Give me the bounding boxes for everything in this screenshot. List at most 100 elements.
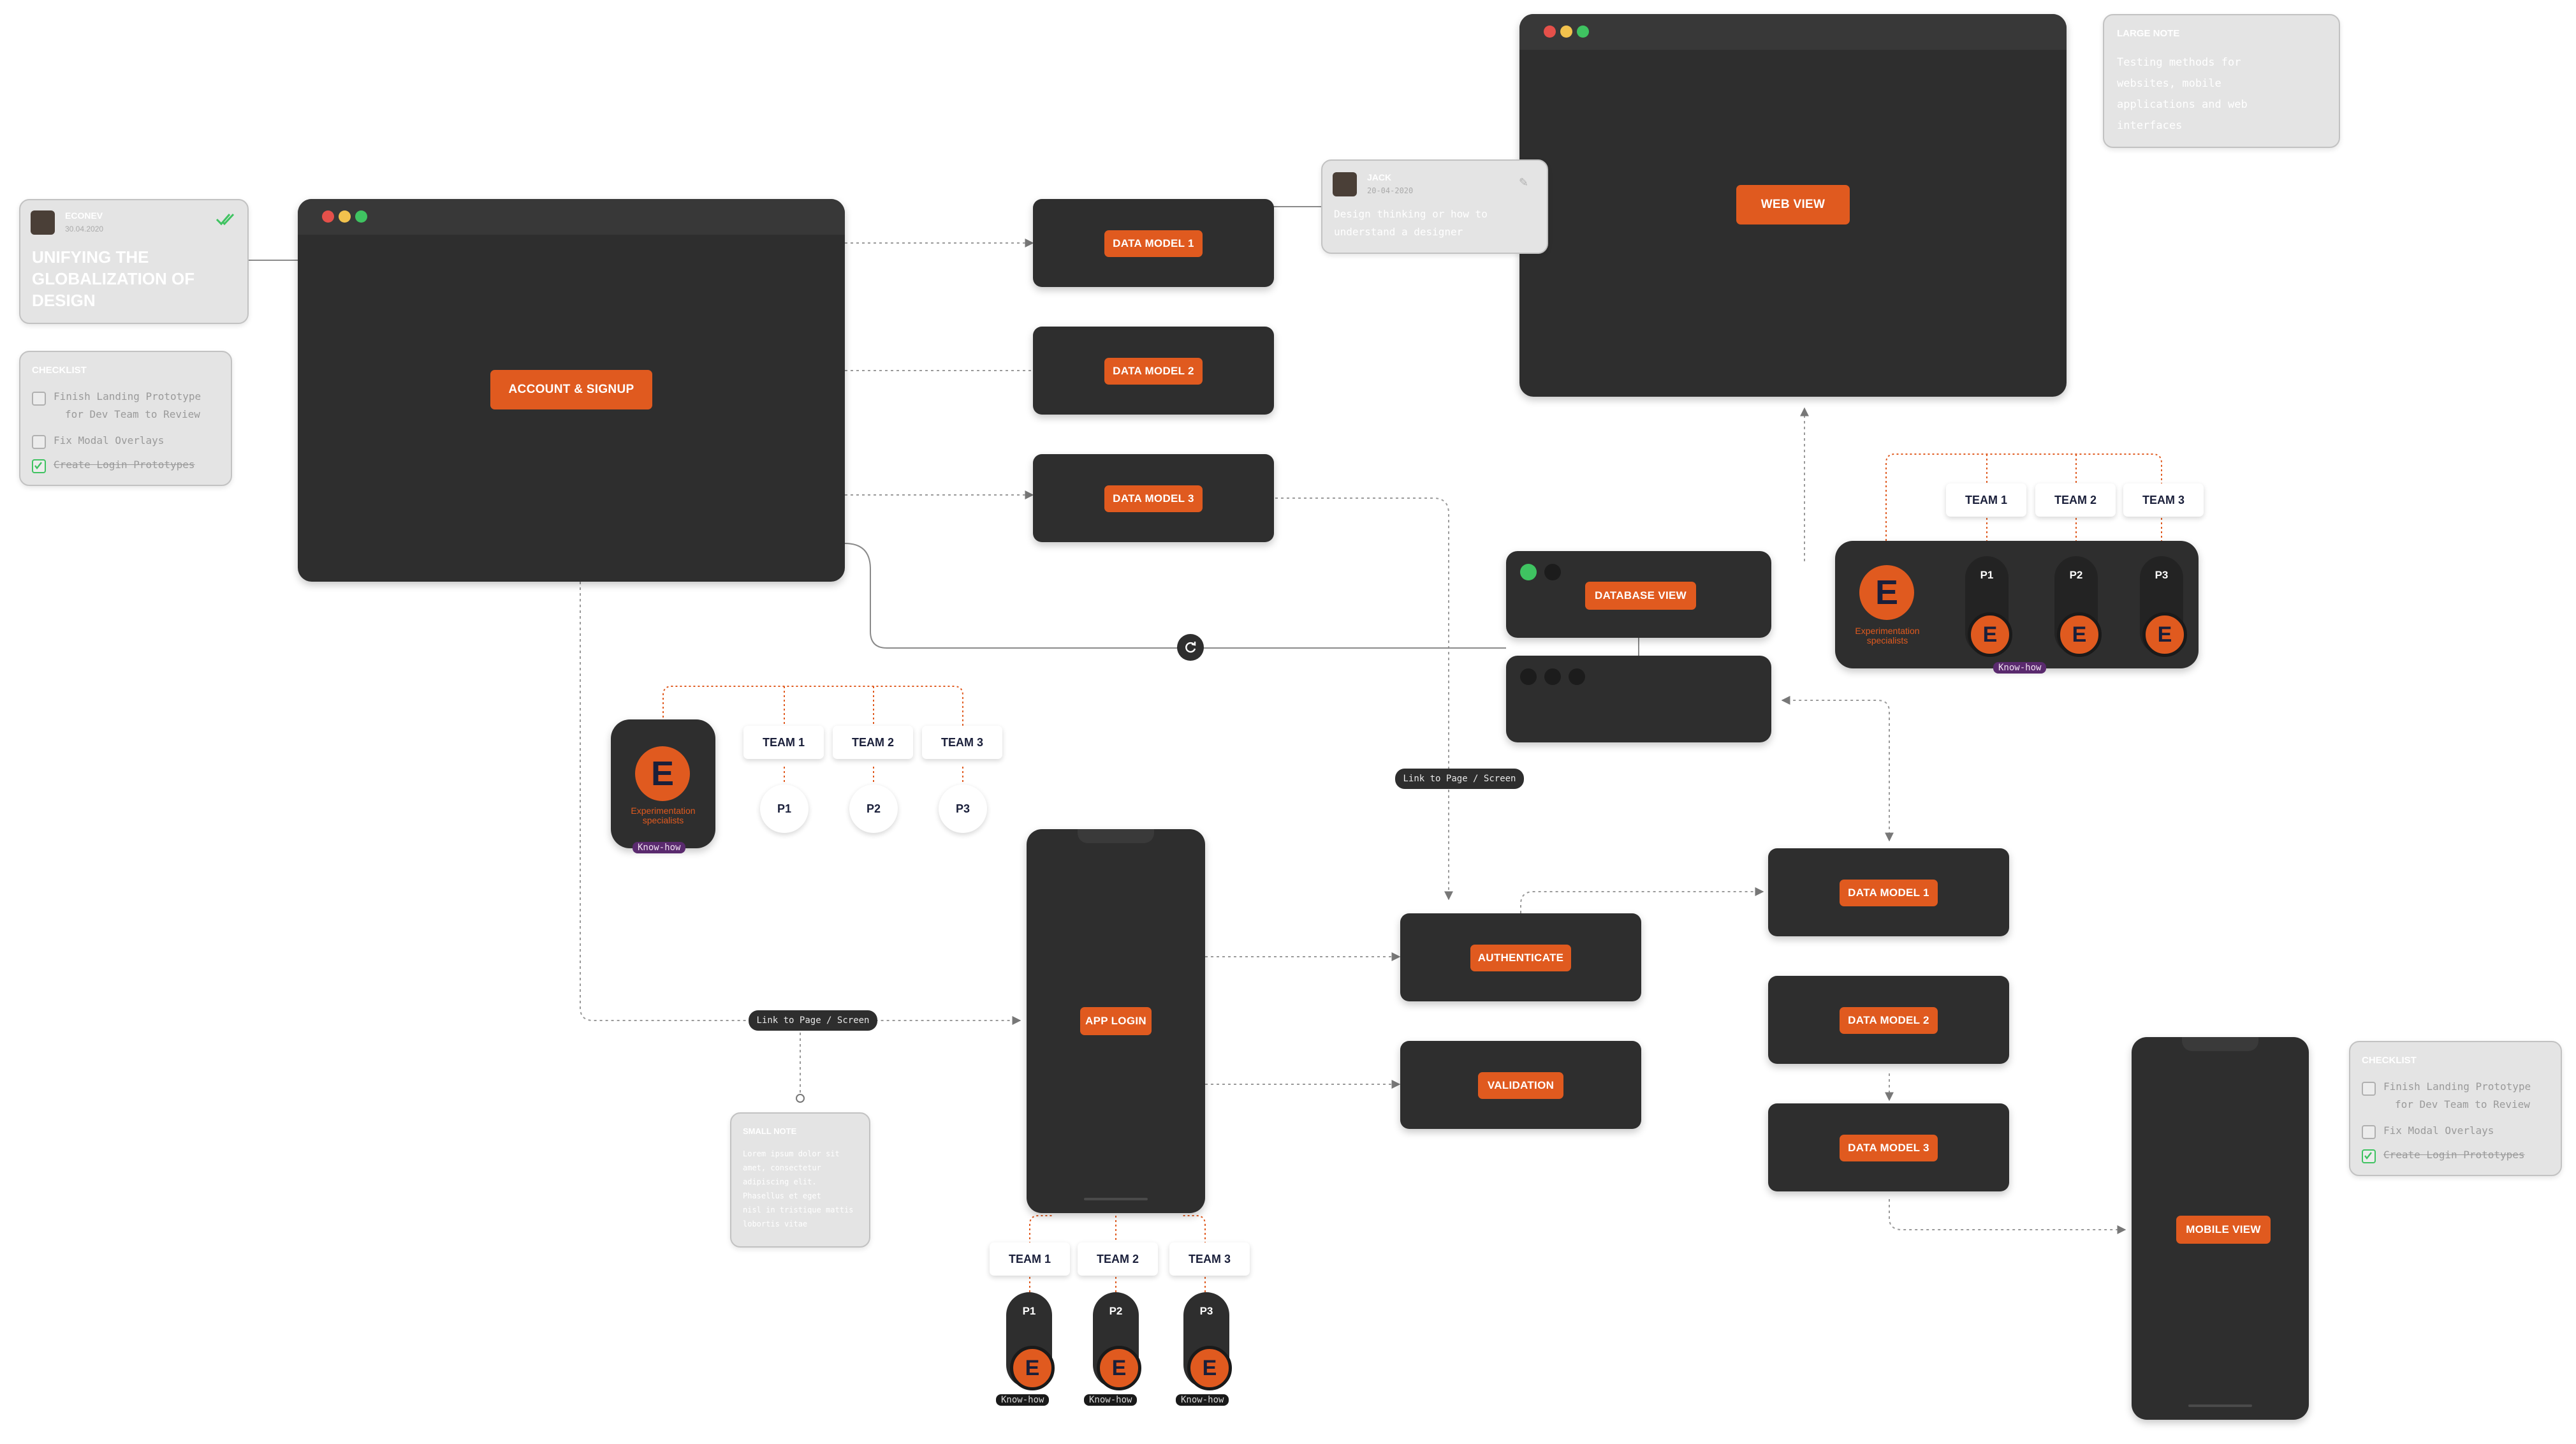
checklist-card[interactable]: CHECKLIST Finish Landing Prototype for D… [19, 351, 232, 486]
large-note-card[interactable]: LARGE NOTE Testing methods for websites,… [2103, 14, 2340, 148]
data-model-card[interactable]: DATA MODEL 2 [1033, 327, 1274, 415]
web-view-window[interactable]: WEB VIEW [1519, 14, 2067, 397]
brand-app-icon[interactable]: E Experimentation specialists [611, 719, 715, 848]
phone-home-bar [1084, 1198, 1148, 1200]
team-brand-card[interactable]: E Experimentation specialists P1 E P2 E … [1835, 541, 2199, 668]
data-model-3-button[interactable]: DATA MODEL 3 [1104, 485, 1203, 512]
mobile-view-button[interactable]: MOBILE VIEW [2176, 1216, 2271, 1244]
note-title: UNIFYING THE GLOBALIZATION OF DESIGN [32, 246, 194, 311]
data-model-2-button[interactable]: DATA MODEL 2 [1840, 1007, 1938, 1034]
person-pill[interactable]: P2 E [1093, 1292, 1141, 1390]
checklist-card[interactable]: CHECKLIST Finish Landing Prototype for D… [2349, 1041, 2562, 1176]
person-pill[interactable]: P3 E [1183, 1292, 1232, 1390]
data-model-card[interactable]: DATA MODEL 1 [1768, 848, 2009, 936]
team-card[interactable]: TEAM 3 [922, 726, 1002, 759]
team-card[interactable]: TEAM 1 [990, 1242, 1070, 1276]
data-model-1-button[interactable]: DATA MODEL 1 [1840, 880, 1938, 906]
account-signup-window[interactable]: ACCOUNT & SIGNUP [298, 199, 845, 582]
person-circle[interactable]: P1 [760, 785, 809, 833]
maximize-dot[interactable] [355, 210, 367, 223]
close-dot[interactable] [1544, 26, 1556, 38]
phone-home-bar [2188, 1404, 2252, 1407]
edit-icon[interactable]: ✎ [1519, 176, 1529, 189]
data-model-2-button[interactable]: DATA MODEL 2 [1104, 358, 1203, 385]
econev-note-card[interactable]: ECONEV 30.04.2020 UNIFYING THE GLOBALIZA… [19, 199, 249, 324]
person-pill[interactable]: P1 E [1965, 556, 2012, 657]
link-to-page-pill[interactable]: Link to Page / Screen [749, 1010, 877, 1031]
data-model-card[interactable]: DATA MODEL 3 [1033, 454, 1274, 542]
checkbox-checked[interactable] [32, 459, 46, 473]
checkbox[interactable] [32, 435, 46, 449]
validation-button[interactable]: VALIDATION [1478, 1072, 1563, 1099]
know-how-tag: Know-how [633, 842, 686, 853]
person-logo: E [1187, 1346, 1232, 1390]
authenticate-card[interactable]: AUTHENTICATE [1400, 913, 1641, 1001]
small-note-title: SMALL NOTE [743, 1126, 797, 1136]
team-card[interactable]: TEAM 1 [743, 726, 824, 759]
person-circle[interactable]: P2 [849, 785, 898, 833]
person-label: P2 [1109, 1305, 1123, 1317]
note-body: Testing methods for websites, mobile app… [2117, 56, 2248, 132]
link-to-page-pill[interactable]: Link to Page / Screen [1395, 769, 1524, 789]
maximize-dot[interactable] [1577, 26, 1589, 38]
mobile-view-phone[interactable]: MOBILE VIEW [2132, 1037, 2309, 1420]
avatar [1333, 172, 1357, 196]
brand-name: Experimentation specialists [611, 806, 715, 825]
checklist-title: CHECKLIST [32, 365, 87, 376]
checklist-item: Finish Landing Prototype for Dev Team to… [2383, 1080, 2531, 1110]
app-login-button[interactable]: APP LOGIN [1080, 1007, 1152, 1035]
close-dot[interactable] [322, 210, 334, 223]
note-body: Lorem ipsum dolor sit amet, consectetur … [743, 1149, 854, 1228]
minimize-dot[interactable] [1560, 26, 1572, 38]
team-card[interactable]: TEAM 3 [2123, 483, 2204, 517]
data-model-1-button[interactable]: DATA MODEL 1 [1104, 230, 1203, 257]
jack-note-card[interactable]: JACK 20-04-2020 ✎ Design thinking or how… [1321, 159, 1548, 254]
brand-line-1: Experimentation [631, 806, 696, 816]
data-model-card[interactable]: DATA MODEL 2 [1768, 976, 2009, 1064]
checklist-item: Finish Landing Prototype for Dev Team to… [54, 390, 201, 420]
person-label: P3 [1199, 1305, 1213, 1317]
title-line: UNIFYING THE [32, 247, 149, 267]
checklist-item: Fix Modal Overlays [2383, 1124, 2494, 1137]
database-view-button[interactable]: DATABASE VIEW [1585, 582, 1696, 610]
checkbox[interactable] [2362, 1125, 2376, 1139]
person-pill[interactable]: P2 E [2054, 556, 2102, 657]
database-view-card[interactable]: DATABASE VIEW [1506, 551, 1771, 638]
data-model-card[interactable]: DATA MODEL 1 [1033, 199, 1274, 287]
status-dot-dark [1520, 668, 1537, 685]
database-stack-card[interactable] [1506, 656, 1771, 742]
status-dot-dark [1569, 668, 1585, 685]
authenticate-button[interactable]: AUTHENTICATE [1470, 945, 1571, 971]
team-card[interactable]: TEAM 3 [1169, 1242, 1250, 1276]
checkbox[interactable] [32, 392, 46, 406]
know-how-tag: Know-how [1993, 662, 2047, 674]
phone-notch [2182, 1037, 2258, 1051]
checkbox-checked[interactable] [2362, 1149, 2376, 1163]
team-card[interactable]: TEAM 2 [1078, 1242, 1158, 1276]
app-login-phone[interactable]: APP LOGIN [1027, 829, 1205, 1213]
team-card[interactable]: TEAM 2 [833, 726, 913, 759]
status-dot-dark [1544, 564, 1561, 580]
person-logo: E [2057, 612, 2102, 657]
know-how-tag: Know-how [1176, 1394, 1229, 1406]
person-circle[interactable]: P3 [939, 785, 987, 833]
person-pill[interactable]: P3 E [2140, 556, 2187, 657]
team-card[interactable]: TEAM 2 [2035, 483, 2116, 517]
minimize-dot[interactable] [339, 210, 351, 223]
team-card[interactable]: TEAM 1 [1946, 483, 2026, 517]
check-icon [2364, 1152, 2372, 1160]
small-note-card[interactable]: SMALL NOTE Lorem ipsum dolor sit amet, c… [730, 1112, 870, 1248]
data-model-card[interactable]: DATA MODEL 3 [1768, 1103, 2009, 1191]
web-view-button[interactable]: WEB VIEW [1736, 185, 1850, 225]
data-model-3-button[interactable]: DATA MODEL 3 [1840, 1135, 1938, 1161]
account-signup-button[interactable]: ACCOUNT & SIGNUP [490, 370, 652, 409]
validation-card[interactable]: VALIDATION [1400, 1041, 1641, 1129]
person-pill[interactable]: P1 E [1006, 1292, 1055, 1390]
sync-button[interactable] [1177, 634, 1204, 661]
person-logo: E [1968, 612, 2012, 657]
person-label: P1 [1022, 1305, 1036, 1317]
brand-line-2: specialists [642, 815, 684, 825]
checkbox[interactable] [2362, 1082, 2376, 1096]
avatar [31, 210, 55, 235]
